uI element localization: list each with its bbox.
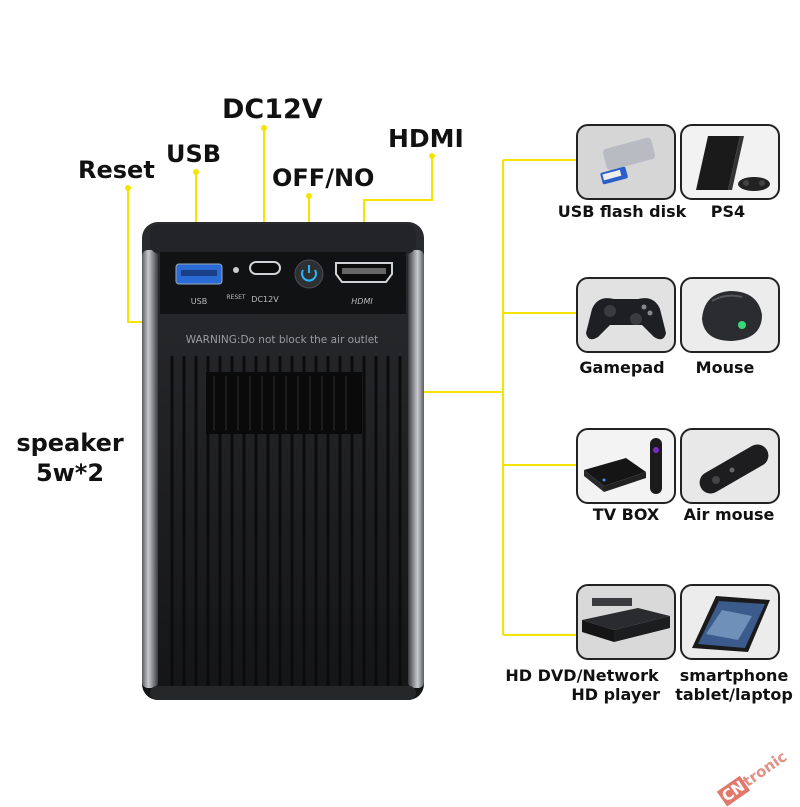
air-mouse-label: Air mouse xyxy=(683,505,775,524)
tablet-label-line2: tablet/laptop xyxy=(675,685,793,704)
left-chrome-edge xyxy=(142,250,158,688)
ps4-icon xyxy=(696,136,770,191)
dvd-player-icon xyxy=(582,598,670,642)
air-outlet xyxy=(206,372,362,434)
power-button xyxy=(294,259,324,289)
reset-callout: Reset xyxy=(78,156,155,184)
ps4-label: PS4 xyxy=(710,202,746,221)
dvd-player-label-line2: HD player xyxy=(571,685,660,704)
right-chrome-edge xyxy=(408,250,424,688)
air-mouse-image xyxy=(680,428,780,504)
speaker-label: speaker 5w*2 xyxy=(8,428,132,488)
tv-box-icon xyxy=(584,438,662,494)
tablet-image xyxy=(680,584,780,660)
ps4-image xyxy=(680,124,780,200)
off-no-callout: OFF/NO xyxy=(272,164,375,192)
usb-flash-disk-label: USB flash disk xyxy=(557,202,687,221)
speaker-line1: speaker xyxy=(16,429,124,457)
dvd-player-image xyxy=(576,584,676,660)
mouse-image xyxy=(680,277,780,353)
dvd-player-label: HD DVD/Network HD player xyxy=(496,666,668,704)
speaker-line2: 5w*2 xyxy=(35,459,105,487)
gamepad-icon xyxy=(586,298,666,340)
dc12v-callout: DC12V xyxy=(222,94,323,125)
usb-flash-disk-image xyxy=(576,124,676,200)
mouse-label: Mouse xyxy=(695,358,755,377)
usb-port-text: USB xyxy=(191,297,207,306)
gamepad-image xyxy=(576,277,676,353)
tablet-label-line1: smartphone xyxy=(679,666,789,685)
air-mouse-icon xyxy=(699,444,769,494)
dvd-player-label-line1: HD DVD/Network xyxy=(505,666,659,685)
tablet-icon xyxy=(692,596,770,652)
mouse-icon xyxy=(702,291,762,341)
usb-flash-disk-icon xyxy=(600,137,656,185)
hdmi-port-text: HDMI xyxy=(351,297,373,306)
gamepad-label: Gamepad xyxy=(579,358,665,377)
reset-hole xyxy=(233,267,239,273)
reset-port-text: RESET xyxy=(226,294,246,301)
tv-box-label: TV BOX xyxy=(592,505,660,524)
tablet-label: smartphone tablet/laptop xyxy=(670,666,798,704)
tv-box-image xyxy=(576,428,676,504)
dc12v-port xyxy=(249,261,281,275)
hdmi-callout: HDMI xyxy=(388,124,464,153)
warning-text: WARNING:Do not block the air outlet xyxy=(186,334,379,346)
dc12v-port-text: DC12V xyxy=(251,295,279,304)
usb-callout: USB xyxy=(166,140,222,168)
